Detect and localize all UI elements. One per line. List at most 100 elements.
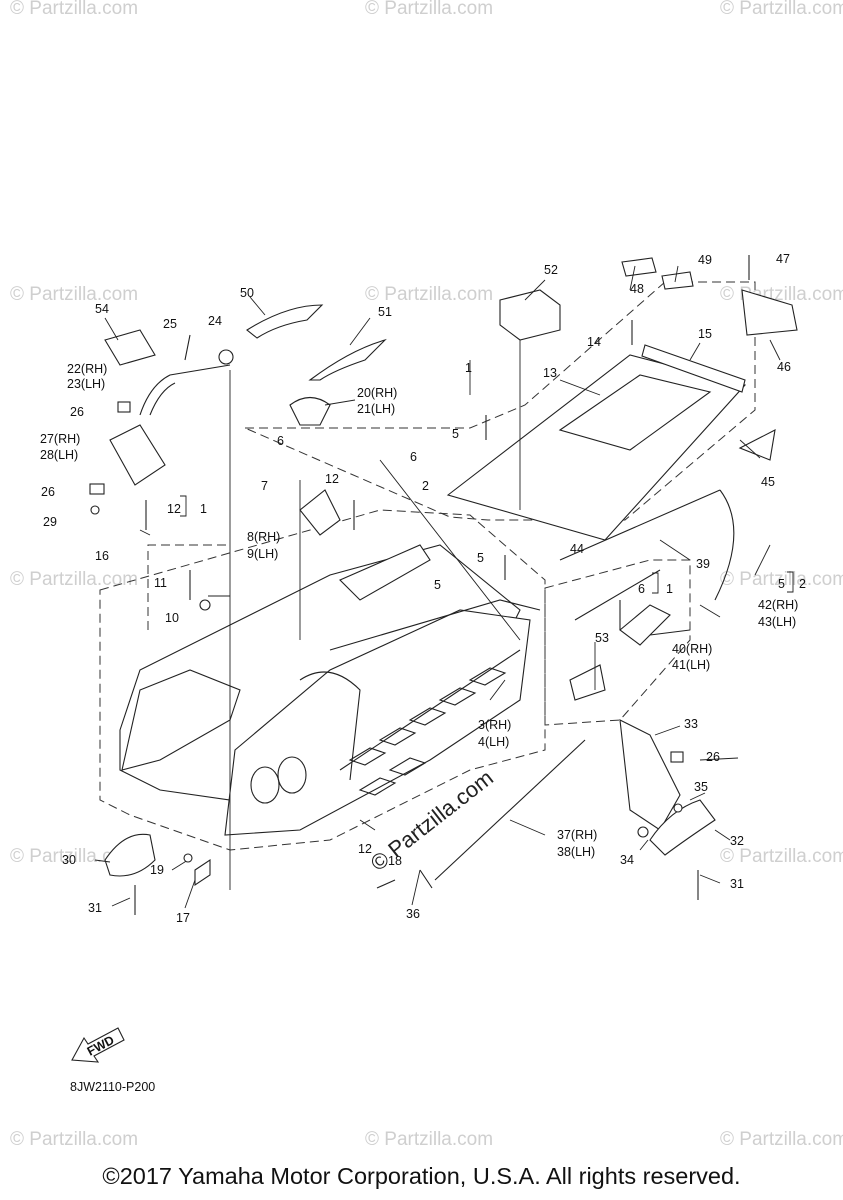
callout: 6 (277, 434, 284, 448)
callout: 25 (163, 317, 177, 331)
watermark: © Partzilla.com (10, 569, 138, 590)
callout: 47 (776, 252, 790, 266)
callout: 22(RH) (67, 362, 107, 376)
rail-44 (574, 569, 661, 621)
tunnel-cutouts (348, 667, 507, 796)
callout: 35 (694, 780, 708, 794)
callout: 41(LH) (672, 658, 710, 672)
callout: 33 (684, 717, 698, 731)
callout: 5 (434, 578, 441, 592)
outline-4 (147, 544, 230, 630)
callout: 30 (62, 853, 76, 867)
group-brackets (180, 495, 794, 594)
callout: 5 (778, 577, 785, 591)
deck-window (558, 374, 712, 451)
part-53 (569, 664, 606, 701)
callout: 16 (95, 549, 109, 563)
callout: 20(RH) (357, 386, 397, 400)
callout: 24 (208, 314, 222, 328)
callout: 19 (150, 863, 164, 877)
fwd-arrow: FWD (71, 1027, 125, 1063)
callout: 12 (167, 502, 181, 516)
rail-39 (559, 489, 735, 601)
part-22 (139, 364, 231, 416)
part-8 (299, 489, 341, 536)
callout: 28(LH) (40, 448, 78, 462)
callout: 27(RH) (40, 432, 80, 446)
callout: 17 (176, 911, 190, 925)
pad-52 (499, 289, 561, 341)
callout: 26 (41, 485, 55, 499)
callout: 42(RH) (758, 598, 798, 612)
part-27 (109, 424, 166, 486)
callout: 12 (358, 842, 372, 856)
callout: 31 (88, 901, 102, 915)
callout: 38(LH) (557, 845, 595, 859)
part-30 (104, 833, 156, 877)
watermark: © Partzilla.com (365, 0, 493, 19)
sticker-48 (621, 257, 657, 277)
callout: 53 (595, 631, 609, 645)
callout: 46 (777, 360, 791, 374)
callout: 7 (261, 479, 268, 493)
callout: 50 (240, 286, 254, 300)
deck-rail-15 (641, 344, 746, 393)
callout: 1 (666, 582, 673, 596)
callout: 29 (43, 515, 57, 529)
tunnel-hole-right (277, 756, 307, 794)
part-46 (741, 289, 798, 336)
sticker-49 (661, 271, 694, 290)
pads (246, 257, 776, 461)
watermark: © Partzilla.com (720, 0, 843, 19)
watermark: © Partzilla.com (10, 1129, 138, 1150)
callout: 44 (570, 542, 584, 556)
callout: 5 (452, 427, 459, 441)
callout: 9(LH) (247, 547, 278, 561)
callouts: 54 50 25 24 51 52 48 49 47 46 15 14 13 1… (40, 252, 806, 925)
outline-2 (99, 509, 546, 851)
part-33 (619, 719, 681, 831)
callout: 12 (325, 472, 339, 486)
callout: 39 (696, 557, 710, 571)
callout: 23(LH) (67, 377, 105, 391)
callout: 52 (544, 263, 558, 277)
part-40 (619, 604, 671, 646)
rod-6 (379, 459, 521, 641)
callout: 34 (620, 853, 634, 867)
part-26b (89, 483, 105, 495)
outline-1 (244, 281, 756, 521)
callout: 26 (70, 405, 84, 419)
callout: 51 (378, 305, 392, 319)
watermark: © Partzilla.com (720, 569, 843, 590)
watermark: © Partzilla.com (365, 1129, 493, 1150)
callout: 1 (200, 502, 207, 516)
callout: 54 (95, 302, 109, 316)
watermark-layer: © Partzilla.com © Partzilla.com © Partzi… (10, 0, 843, 1150)
callout: 6 (410, 450, 417, 464)
bar-37 (434, 739, 586, 881)
callout: 31 (730, 877, 744, 891)
callout: 11 (154, 576, 167, 590)
callout: 18 (388, 854, 402, 868)
part-26a (117, 401, 131, 413)
callout: 6 (638, 582, 645, 596)
fwd-label: FWD (85, 1033, 117, 1059)
callout: 13 (543, 366, 557, 380)
callout: 36 (406, 907, 420, 921)
watermark: © Partzilla.com (720, 846, 843, 867)
front-bracket-left (121, 669, 241, 771)
fasteners (90, 255, 750, 915)
tunnel-lower-rail (339, 649, 521, 771)
callout: 14 (587, 335, 601, 349)
callout: 15 (698, 327, 712, 341)
tunnel-top-rail (329, 599, 541, 651)
leader-lines (94, 265, 781, 909)
rear-deck (446, 344, 747, 541)
copyright-notice: ©2017 Yamaha Motor Corporation, U.S.A. A… (102, 1163, 741, 1189)
small-parts (89, 289, 798, 887)
watermark: © Partzilla.com (10, 0, 138, 19)
part-32 (649, 799, 716, 856)
callout: 37(RH) (557, 828, 597, 842)
